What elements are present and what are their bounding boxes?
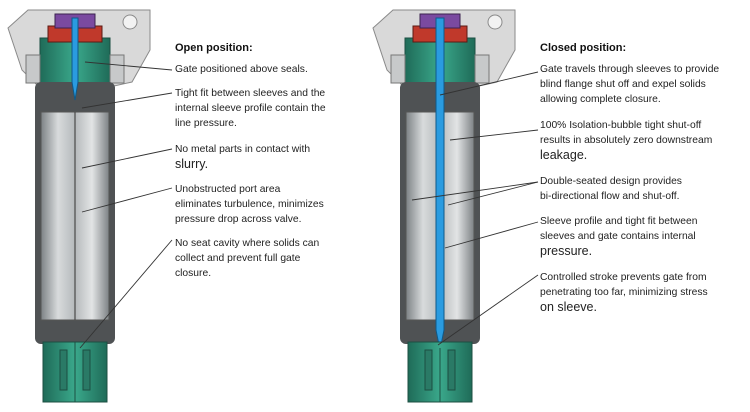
callout-line: closure.	[175, 268, 212, 279]
open-callout-5: No seat cavity where solids can collect …	[175, 236, 319, 281]
callout-line: Tight fit between sleeves and the	[175, 88, 326, 99]
closed-callout-5: Controlled stroke prevents gate from pen…	[540, 270, 708, 315]
closed-position-heading: Closed position:	[540, 42, 627, 54]
closed-callout-2: 100% Isolation-bubble tight shut-off res…	[540, 118, 712, 163]
open-leader-lines	[79, 61, 173, 349]
closed-callout-3: Double-seated design provides bi-directi…	[540, 174, 682, 204]
callout-line: results in absolutely zero downstream	[540, 135, 713, 146]
callout-line: Controlled stroke prevents gate from	[540, 272, 707, 283]
callout-line: internal sleeve profile contain the	[175, 103, 326, 114]
callout-line: allowing complete closure.	[540, 94, 661, 105]
callout-line-large: pressure.	[540, 244, 593, 258]
callout-line: collect and prevent full gate	[175, 253, 301, 264]
closed-callout-4: Sleeve profile and tight fit between sle…	[540, 214, 697, 259]
open-callout-3: No metal parts in contact with slurry.	[175, 142, 310, 172]
closed-callout-1: Gate travels through sleeves to provide …	[540, 62, 719, 107]
callout-line: blind flange shut off and expel solids	[540, 79, 706, 90]
open-valve-drawing	[7, 9, 151, 403]
gate-closed	[435, 17, 445, 351]
callout-line: 100% Isolation-bubble tight shut-off	[540, 120, 702, 131]
callout-line: Gate travels through sleeves to provide	[540, 64, 720, 75]
bolt-left	[390, 54, 406, 84]
open-position-heading: Open position:	[175, 42, 253, 54]
callout-line-large: slurry.	[175, 157, 209, 171]
closed-leader-lines	[411, 71, 539, 346]
callout-line: penetrating too far, minimizing stress	[540, 287, 708, 298]
bolt-right	[109, 54, 125, 84]
bolt-right	[474, 54, 490, 84]
callout-line: line pressure.	[175, 118, 237, 129]
open-callout-2: Tight fit between sleeves and the intern…	[175, 86, 326, 131]
closed-valve-drawing	[372, 9, 516, 403]
callout-line: No metal parts in contact with	[175, 144, 311, 155]
open-callout-4: Unobstructed port area eliminates turbul…	[175, 182, 324, 227]
callout-line: pressure drop across valve.	[175, 214, 302, 225]
open-callout-1: Gate positioned above seals.	[175, 62, 308, 77]
callout-line: Unobstructed port area	[175, 184, 281, 195]
bolt-left	[25, 54, 41, 84]
gate-open	[71, 17, 79, 101]
callout-line: eliminates turbulence, minimizes	[175, 199, 324, 210]
callout-line: Gate positioned above seals.	[175, 64, 308, 75]
callout-line-large: leakage.	[540, 148, 588, 162]
callout-line-large: on sleeve.	[540, 300, 597, 314]
callout-line: No seat cavity where solids can	[175, 238, 320, 249]
callout-line: Sleeve profile and tight fit between	[540, 216, 698, 227]
callout-line: sleeves and gate contains internal	[540, 231, 696, 242]
callout-line: Double-seated design provides	[540, 176, 682, 187]
callout-line: bi-directional flow and shut-off.	[540, 191, 680, 202]
